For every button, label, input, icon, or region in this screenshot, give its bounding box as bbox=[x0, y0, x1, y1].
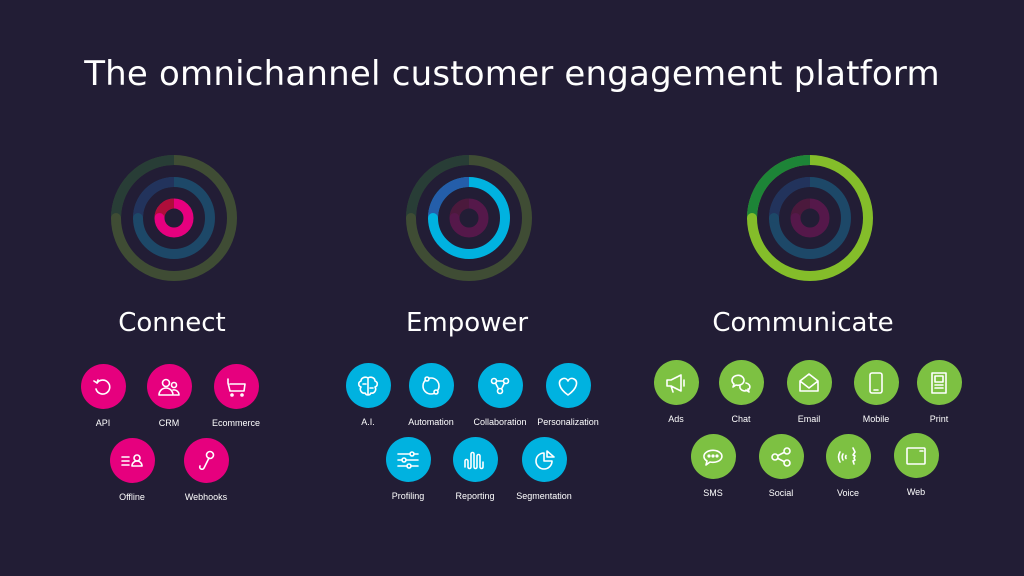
rings-communicate bbox=[747, 155, 873, 281]
feature-label: Segmentation bbox=[516, 491, 572, 501]
feature-personalization: Personalization bbox=[518, 363, 618, 427]
feature-crm: CRM bbox=[119, 364, 219, 428]
ring-1-cap bbox=[769, 213, 779, 223]
ring-0-cap bbox=[111, 213, 121, 223]
feature-profiling: Profiling bbox=[358, 437, 458, 501]
ring-1-shade bbox=[133, 177, 175, 219]
feature-label: CRM bbox=[158, 418, 180, 428]
feature-label: Automation bbox=[408, 417, 454, 427]
megaphone-icon bbox=[653, 360, 699, 405]
feature-email: Email bbox=[759, 360, 859, 424]
feature-mobile: Mobile bbox=[826, 360, 926, 424]
feature-automation: Automation bbox=[381, 363, 481, 427]
envelope-icon bbox=[786, 360, 832, 405]
ring-0-cap bbox=[406, 213, 416, 223]
feature-label: Chat bbox=[731, 414, 751, 424]
sms-icon bbox=[690, 434, 736, 479]
feature-a-i: A.I. bbox=[318, 363, 418, 427]
cart-icon bbox=[213, 364, 259, 409]
feature-label: Print bbox=[929, 414, 949, 424]
feature-label: SMS bbox=[703, 488, 723, 498]
heart-icon bbox=[545, 363, 591, 408]
users-icon bbox=[146, 364, 192, 409]
feature-ecommerce: Ecommerce bbox=[186, 364, 286, 428]
ring-0-shade bbox=[111, 155, 175, 219]
section-heading-communicate: Communicate bbox=[712, 308, 894, 338]
brain-icon bbox=[345, 363, 391, 408]
feature-label: A.I. bbox=[361, 417, 375, 427]
feature-label: Voice bbox=[836, 488, 860, 498]
rings-empower bbox=[406, 155, 532, 281]
feature-label: Offline bbox=[119, 492, 145, 502]
ring-1-shade bbox=[769, 177, 811, 219]
feature-webhooks: Webhooks bbox=[156, 438, 256, 502]
feature-print: Print bbox=[889, 360, 989, 424]
hook-icon bbox=[183, 438, 229, 483]
section-heading-connect: Connect bbox=[118, 308, 226, 338]
ring-1-cap bbox=[133, 213, 143, 223]
list-user-icon bbox=[109, 438, 155, 483]
feature-label: Mobile bbox=[862, 414, 890, 424]
nodes-icon bbox=[477, 363, 523, 408]
ring-0-shade bbox=[406, 155, 470, 219]
ring-0-shade bbox=[747, 155, 811, 219]
phone-icon bbox=[853, 360, 899, 405]
feature-chat: Chat bbox=[691, 360, 791, 424]
feature-social: Social bbox=[731, 434, 831, 498]
sliders-icon bbox=[385, 437, 431, 482]
ring-1-cap bbox=[428, 213, 438, 223]
orbit-icon bbox=[408, 363, 454, 408]
chat-icon bbox=[718, 360, 764, 405]
feature-label: Webhooks bbox=[184, 492, 228, 502]
page-title: The omnichannel customer engagement plat… bbox=[84, 54, 940, 94]
feature-offline: Offline bbox=[82, 438, 182, 502]
voice-icon bbox=[825, 434, 871, 479]
feature-ads: Ads bbox=[626, 360, 726, 424]
share-icon bbox=[758, 434, 804, 479]
feature-collaboration: Collaboration bbox=[450, 363, 550, 427]
feature-label: Ads bbox=[668, 414, 684, 424]
document-icon bbox=[916, 360, 962, 405]
ring-2-cap bbox=[154, 213, 165, 223]
feature-label: Collaboration bbox=[473, 417, 527, 427]
feature-label: Web bbox=[906, 487, 926, 497]
refresh-icon bbox=[80, 364, 126, 409]
ring-2-cap bbox=[449, 213, 460, 223]
feature-label: Email bbox=[797, 414, 821, 424]
rings-connect bbox=[111, 155, 237, 281]
feature-label: API bbox=[95, 418, 111, 428]
feature-label: Personalization bbox=[537, 417, 599, 427]
ring-1-shade bbox=[428, 177, 470, 219]
wave-icon bbox=[452, 437, 498, 482]
feature-api: API bbox=[53, 364, 153, 428]
feature-reporting: Reporting bbox=[425, 437, 525, 501]
browser-icon bbox=[893, 433, 939, 478]
feature-label: Reporting bbox=[455, 491, 495, 501]
pie-icon bbox=[521, 437, 567, 482]
feature-voice: Voice bbox=[798, 434, 898, 498]
feature-sms: SMS bbox=[663, 434, 763, 498]
feature-label: Ecommerce bbox=[211, 418, 260, 428]
feature-segmentation: Segmentation bbox=[494, 437, 594, 501]
feature-label: Social bbox=[768, 488, 794, 498]
feature-web: Web bbox=[866, 433, 966, 497]
section-heading-empower: Empower bbox=[405, 308, 529, 338]
ring-2-cap bbox=[790, 213, 801, 223]
feature-label: Profiling bbox=[391, 491, 425, 501]
ring-0-cap bbox=[747, 213, 757, 223]
